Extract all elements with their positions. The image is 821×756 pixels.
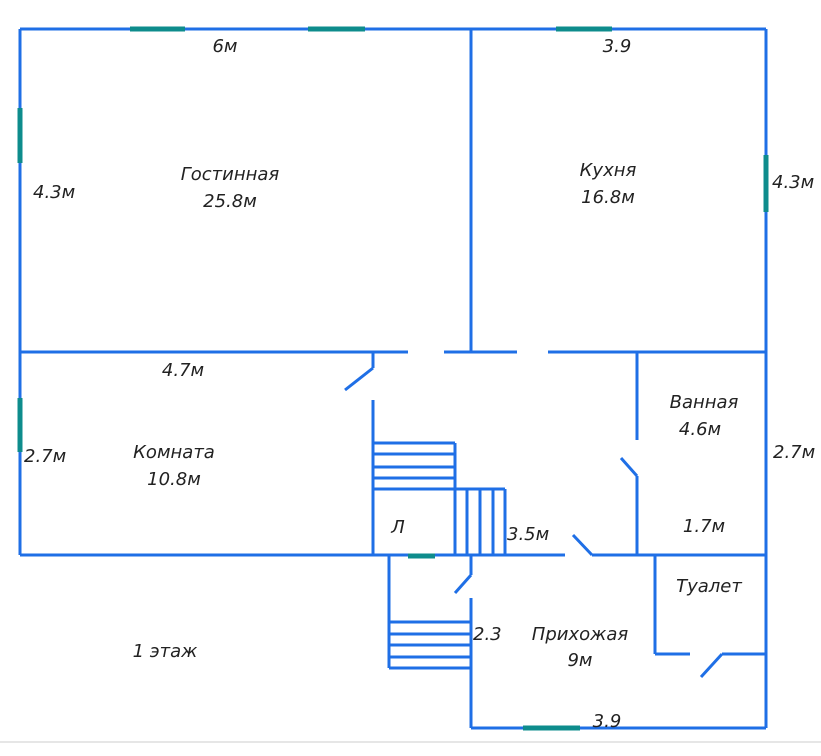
room-area: 25.8м: [203, 191, 257, 212]
dimension: 2.7м: [24, 446, 66, 467]
dimension: 4.3м: [33, 182, 75, 203]
room-area: 9м: [567, 650, 592, 671]
dimension: 6м: [212, 36, 237, 57]
door-stair: [453, 574, 473, 594]
dimension: 3.5м: [507, 524, 549, 545]
dimension: 4.7м: [162, 360, 204, 381]
room-area: 4.6м: [679, 419, 721, 440]
room-name: Прихожая: [532, 624, 629, 645]
dimension: 3.9: [593, 711, 622, 732]
room-name: Комната: [133, 442, 215, 463]
doors: [344, 366, 724, 679]
door-bath: [619, 457, 639, 477]
room-name: Ванная: [670, 392, 739, 413]
room-name: Туалет: [676, 576, 742, 597]
dimension: 1.7м: [683, 516, 725, 537]
dimension: 2.7м: [773, 442, 815, 463]
walls: [18, 27, 768, 730]
dimension: 2.3: [473, 624, 502, 645]
staircase: [373, 441, 507, 670]
room-name: Гостинная: [181, 164, 280, 185]
stair-label: Л: [390, 517, 405, 538]
room-area: 16.8м: [581, 187, 635, 208]
room-area: 10.8м: [147, 469, 201, 490]
door-komnata: [344, 366, 374, 392]
door-hall: [571, 533, 594, 557]
dimension: 3.9: [603, 36, 632, 57]
room-name: Кухня: [580, 160, 637, 181]
door-toilet: [699, 652, 724, 679]
dimension: 4.3м: [772, 172, 814, 193]
windows: [17, 26, 769, 731]
floor-label: 1 этаж: [133, 641, 199, 662]
